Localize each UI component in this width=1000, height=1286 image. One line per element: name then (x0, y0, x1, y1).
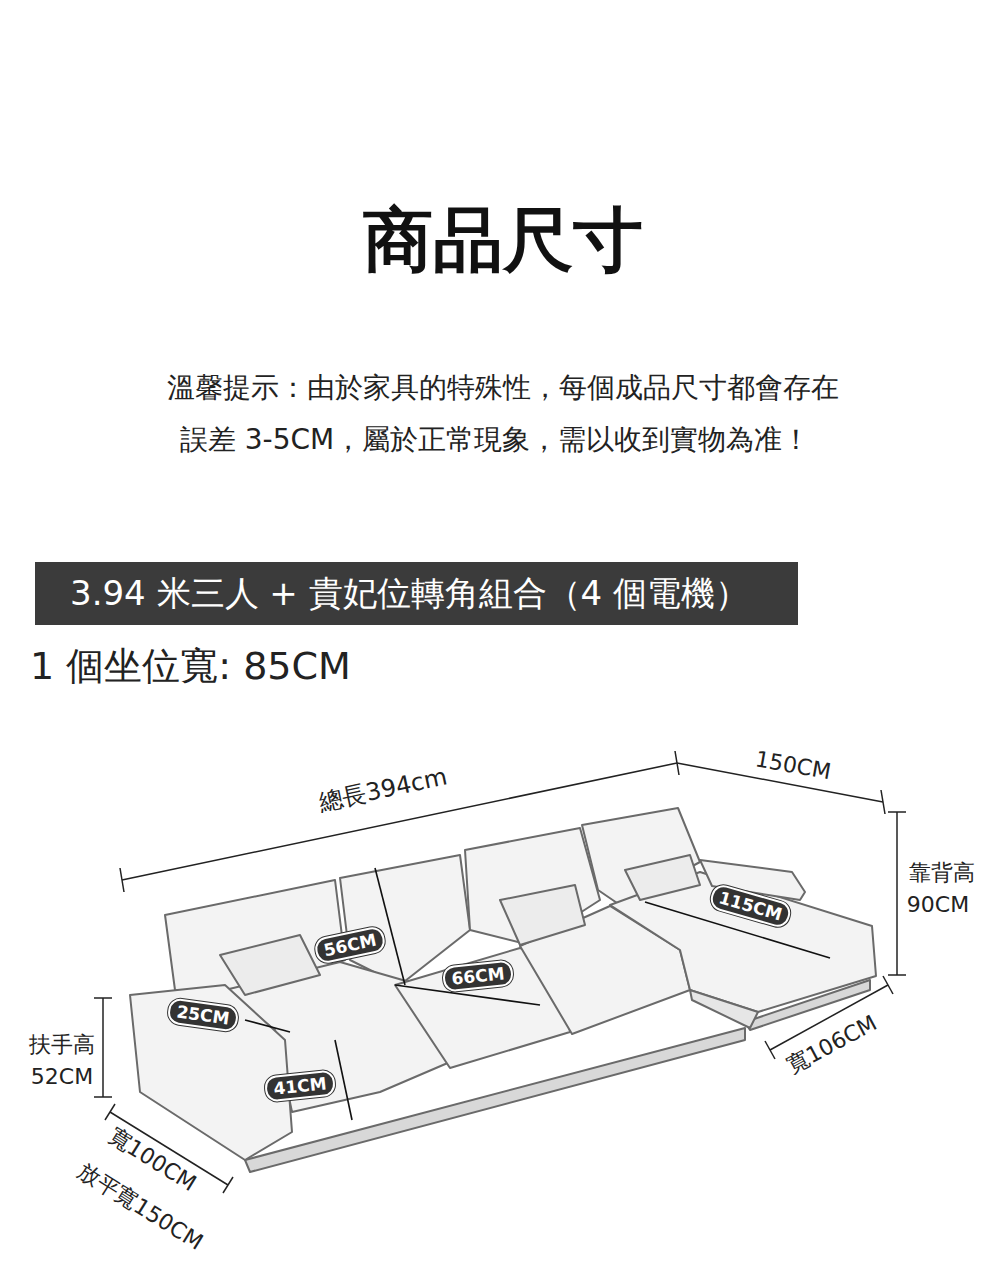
callout-pill: 25CM (167, 997, 240, 1032)
dimension-lines (94, 751, 906, 1193)
dimension-label: 扶手高 (29, 1032, 95, 1058)
sofa-sketch (130, 808, 876, 1172)
callout-number: 66CM (451, 963, 506, 988)
note-text: 誤差 3-5CM，屬於正常現象，需以收到實物為准！ (180, 423, 810, 457)
callout-pill: 56CM (313, 925, 387, 965)
callout-pill: 115CM (707, 882, 792, 929)
dimension-label: 150CM (753, 746, 833, 785)
measure-lines (245, 868, 830, 1120)
dimension-label: 52CM (31, 1064, 93, 1090)
callout-pill: 41CM (264, 1069, 336, 1102)
dimension-label: 總長394cm (316, 762, 450, 817)
callout-number: 25CM (175, 1001, 230, 1028)
seat-width: 1 個坐位寬: 85CM (30, 644, 351, 690)
callout-number: 41CM (273, 1073, 328, 1098)
dimension-label: 90CM (907, 892, 969, 918)
callout-number: 115CM (716, 887, 784, 924)
callout-number: 56CM (322, 930, 378, 961)
dimension-label: 寬106CM (782, 1010, 881, 1079)
title-band: 3.94 米三人 + 貴妃位轉角組合（4 個電機） (35, 562, 798, 625)
page-title: 商品尺寸 (363, 198, 643, 282)
band-text: 3.94 米三人 + 貴妃位轉角組合（4 個電機） (70, 571, 749, 617)
dimension-label: 靠背高 (909, 860, 975, 886)
note-text: 溫馨提示：由於家具的特殊性，每個成品尺寸都會存在 (167, 371, 839, 405)
callout-pill: 66CM (442, 959, 514, 992)
